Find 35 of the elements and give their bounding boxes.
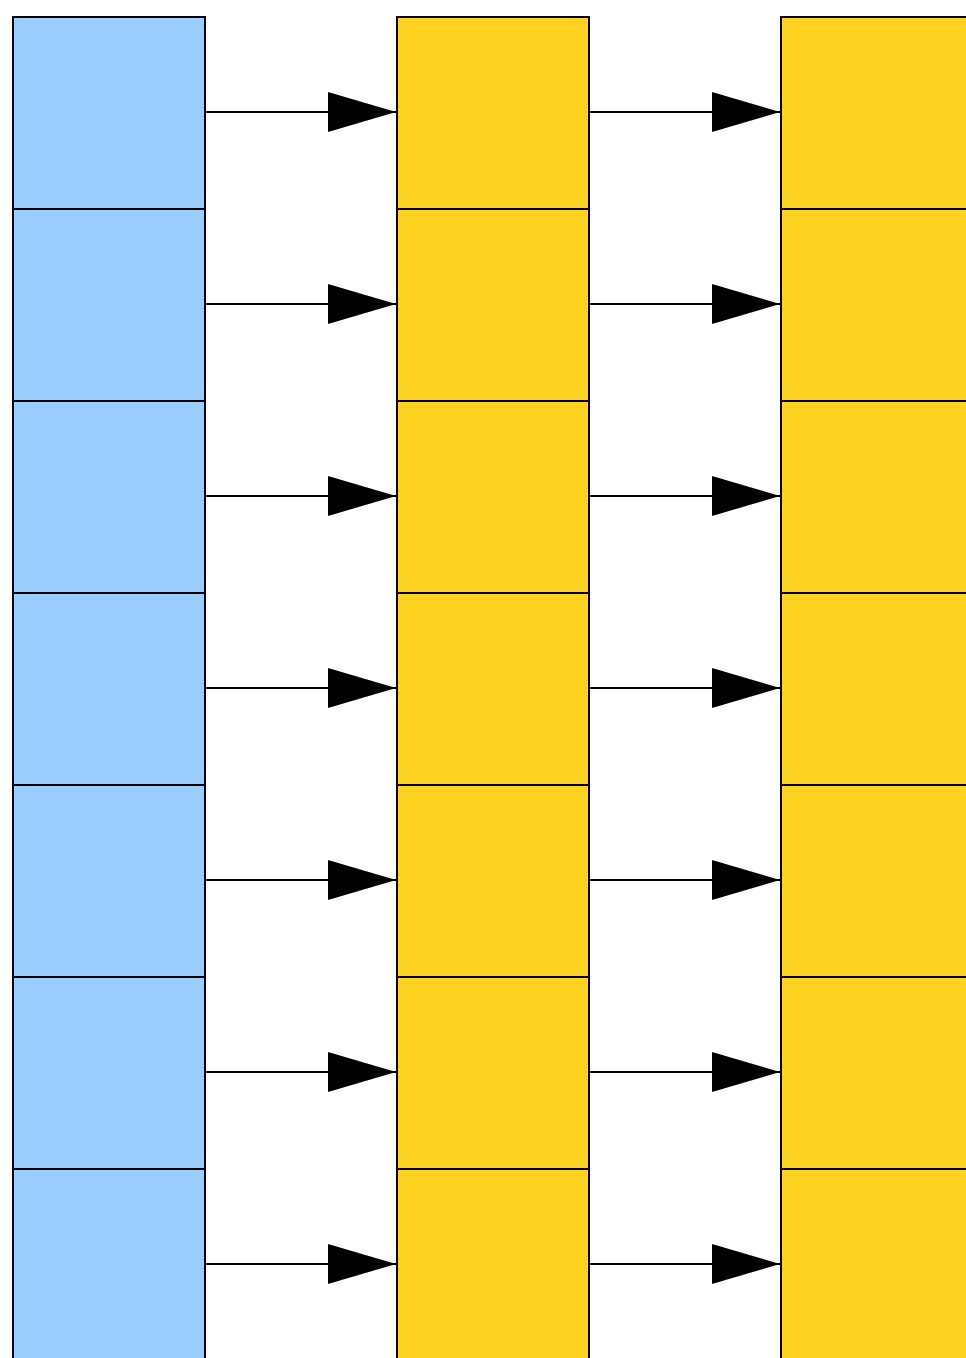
arrow: [589, 1052, 781, 1092]
grid-box: [12, 16, 206, 210]
grid-box: [12, 976, 206, 1170]
grid-box: [780, 208, 966, 402]
arrow: [589, 92, 781, 132]
grid-box: [780, 1168, 966, 1358]
arrow: [589, 284, 781, 324]
arrow: [205, 92, 397, 132]
arrow: [205, 1052, 397, 1092]
grid-box: [780, 784, 966, 978]
arrow: [589, 476, 781, 516]
grid-box: [396, 16, 590, 210]
grid-box: [780, 16, 966, 210]
arrow: [205, 476, 397, 516]
grid-box: [396, 592, 590, 786]
grid-box: [780, 592, 966, 786]
grid-box: [396, 208, 590, 402]
arrow: [205, 1244, 397, 1284]
grid-box: [780, 400, 966, 594]
arrow: [205, 668, 397, 708]
grid-box: [396, 1168, 590, 1358]
arrow: [205, 860, 397, 900]
grid-box: [12, 208, 206, 402]
arrow: [205, 284, 397, 324]
grid-box: [12, 784, 206, 978]
grid-box: [12, 592, 206, 786]
grid-box: [396, 784, 590, 978]
grid-box: [396, 976, 590, 1170]
grid-box: [12, 400, 206, 594]
grid-box: [396, 400, 590, 594]
grid-box: [12, 1168, 206, 1358]
arrow: [589, 860, 781, 900]
arrow: [589, 668, 781, 708]
grid-box: [780, 976, 966, 1170]
arrow: [589, 1244, 781, 1284]
